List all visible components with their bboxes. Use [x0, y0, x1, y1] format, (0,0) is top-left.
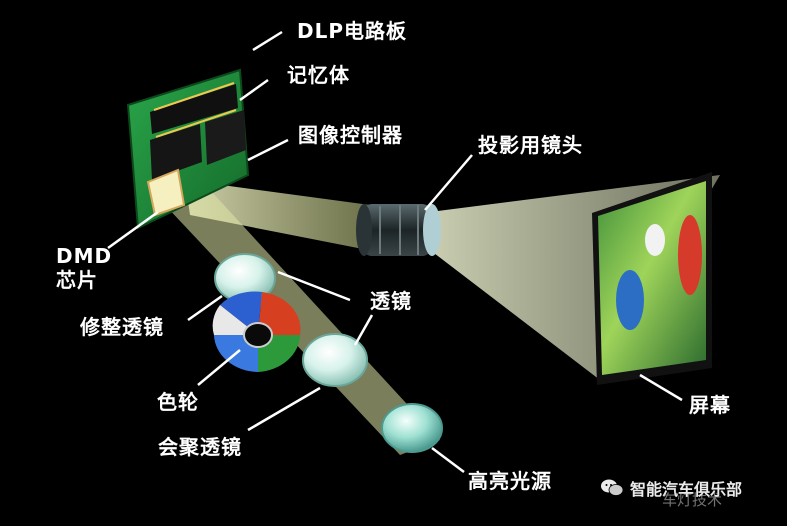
watermark: 智能汽车俱乐部 [600, 476, 742, 500]
label-trim-lens: 修整透镜 [80, 315, 164, 339]
leader-lines [107, 30, 683, 473]
label-light-source: 高亮光源 [468, 469, 552, 493]
label-lens: 透镜 [370, 289, 412, 313]
label-color-wheel: 色轮 [157, 390, 199, 414]
color-wheel [212, 291, 301, 372]
image-controller-chip [205, 110, 246, 165]
label-dmd-chip: DMD 芯片 [56, 244, 112, 292]
chip-pins [153, 82, 237, 138]
chip-small [150, 124, 202, 180]
label-screen: 屏幕 [689, 393, 731, 417]
dmd-chip [146, 168, 186, 217]
label-dmd-line1: DMD [56, 244, 113, 268]
reflected-beam [185, 180, 370, 250]
label-image-controller: 图像控制器 [298, 123, 403, 147]
watermark-subtext: 车灯技术 [662, 491, 723, 509]
label-dlp-board: DLP电路板 [297, 19, 408, 43]
label-condenser-lens: 会聚透镜 [158, 435, 242, 459]
label-dmd-line2: 芯片 [56, 268, 98, 292]
label-projection-lens: 投影用镜头 [478, 133, 583, 157]
memory-chip [150, 84, 238, 134]
wechat-icon [601, 479, 624, 496]
watermark-text: 智能汽车俱乐部 [630, 480, 743, 499]
projection-lens [356, 204, 441, 256]
condenser-lens [302, 333, 368, 387]
label-memory: 记忆体 [287, 63, 350, 87]
projection-screen [592, 172, 712, 385]
light-source-bulb [381, 403, 443, 453]
